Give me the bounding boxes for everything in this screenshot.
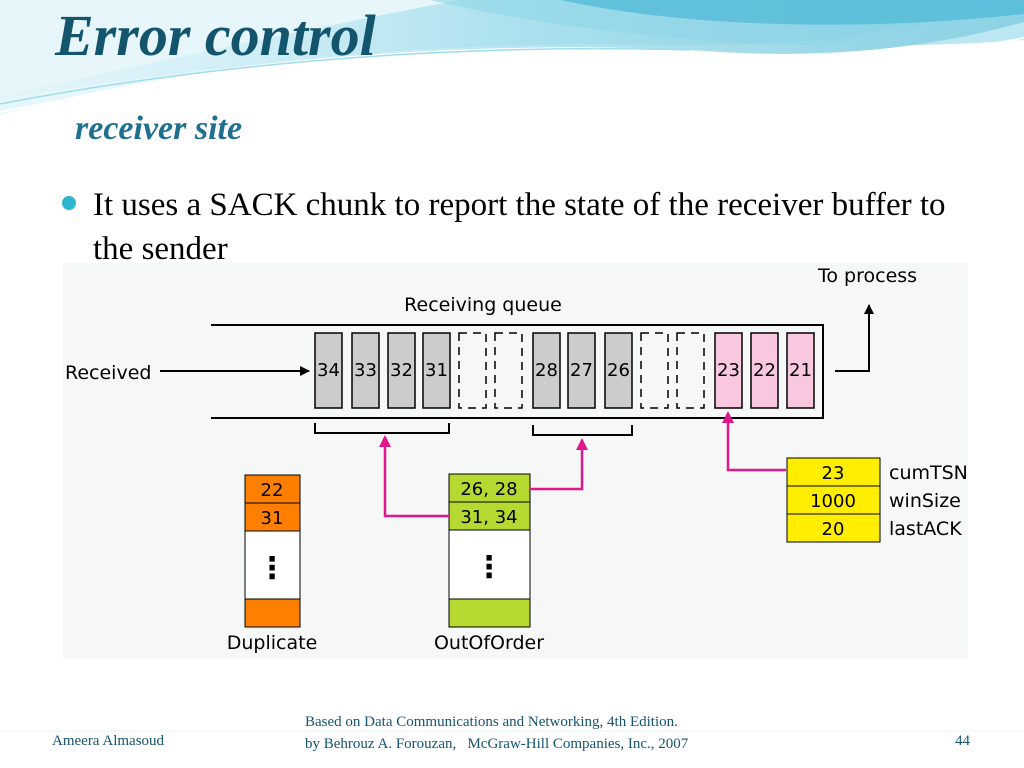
footer-source: Based on Data Communications and Network… bbox=[305, 711, 775, 755]
out-of-order-list-end bbox=[448, 598, 531, 628]
footer-source-line-1: Based on Data Communications and Network… bbox=[305, 714, 678, 730]
duplicate-entry-1: 22 bbox=[261, 480, 284, 501]
queue-slot-label-28: 28 bbox=[535, 360, 558, 381]
pointer-arrow-26-28 bbox=[530, 438, 588, 491]
footer-author: Ameera Almasoud bbox=[52, 733, 165, 749]
queue-slot-22 bbox=[750, 332, 779, 409]
queue-slot-empty bbox=[458, 332, 487, 409]
duplicate-list-end bbox=[244, 598, 301, 628]
queue-slot-label-23: 23 bbox=[717, 360, 740, 381]
queue-slot-27 bbox=[567, 332, 596, 409]
queue-slot-empty bbox=[676, 332, 705, 409]
slide-title: Error control bbox=[55, 3, 376, 68]
out-of-order-entry-2-box bbox=[448, 501, 531, 531]
queue-slot-label-31: 31 bbox=[425, 360, 448, 381]
cumtsn-label: cumTSN bbox=[889, 462, 968, 484]
footer-source-line-2: by Behrouz A. Forouzan, McGraw-Hill Comp… bbox=[305, 736, 689, 752]
cumtsn-value: 23 bbox=[822, 463, 845, 484]
out-of-order-label: OutOfOrder bbox=[434, 632, 544, 654]
duplicate-entry-2: 31 bbox=[261, 508, 284, 529]
sack-receiver-diagram: Receiving queue Received To process 34 33… bbox=[63, 263, 968, 658]
slide-subtitle: receiver site bbox=[75, 110, 243, 147]
receiving-queue-frame bbox=[211, 324, 824, 419]
bracket-31-34 bbox=[314, 423, 450, 434]
receiver-variables: 23 1000 20 cumTSN winSize lastACK bbox=[786, 457, 968, 543]
pointer-arrow-31-34 bbox=[379, 435, 449, 518]
queue-slot-empty bbox=[494, 332, 523, 409]
queue-slot-label-32: 32 bbox=[390, 360, 413, 381]
queue-slot-label-21: 21 bbox=[789, 360, 812, 381]
bullet-text: It uses a SACK chunk to report the state… bbox=[93, 187, 946, 267]
queue-slot-23 bbox=[714, 332, 743, 409]
receiving-queue-label: Receiving queue bbox=[404, 294, 562, 316]
out-of-order-ellipsis: ⋮ bbox=[474, 550, 504, 585]
queue-slot-32 bbox=[387, 332, 416, 409]
out-of-order-list: 26, 28 31, 34 ⋮ OutOfOrder bbox=[434, 473, 544, 654]
queue-slot-33 bbox=[351, 332, 380, 409]
lastack-label: lastACK bbox=[889, 518, 962, 540]
to-process-label: To process bbox=[817, 265, 917, 287]
winsize-box bbox=[786, 485, 881, 515]
queue-slots: 34 33 32 31 28 27 26 23 22 21 bbox=[314, 332, 815, 409]
queue-slot-26 bbox=[604, 332, 633, 409]
lastack-value: 20 bbox=[822, 519, 845, 540]
queue-slot-34 bbox=[314, 332, 343, 409]
duplicate-entry-2-box bbox=[244, 502, 301, 532]
queue-slot-label-27: 27 bbox=[570, 360, 593, 381]
out-of-order-entry-1: 26, 28 bbox=[460, 479, 517, 500]
queue-slot-31 bbox=[422, 332, 451, 409]
queue-slot-21 bbox=[786, 332, 815, 409]
queue-slot-empty bbox=[640, 332, 669, 409]
out-of-order-list-body bbox=[448, 529, 531, 600]
to-process-arrow bbox=[835, 304, 874, 372]
queue-slot-label-22: 22 bbox=[753, 360, 776, 381]
queue-slot-label-26: 26 bbox=[607, 360, 630, 381]
out-of-order-entry-1-box bbox=[448, 473, 531, 503]
queue-slot-label-33: 33 bbox=[354, 360, 377, 381]
duplicate-label: Duplicate bbox=[227, 632, 318, 654]
out-of-order-entry-2: 31, 34 bbox=[460, 507, 517, 528]
duplicate-list: 22 31 ⋮ Duplicate bbox=[227, 474, 318, 654]
winsize-value: 1000 bbox=[810, 491, 856, 512]
bullet-dot-icon bbox=[62, 196, 76, 210]
winsize-label: winSize bbox=[889, 490, 961, 512]
queue-slot-28 bbox=[532, 332, 561, 409]
duplicate-entry-1-box bbox=[244, 474, 301, 504]
duplicate-list-body bbox=[244, 530, 301, 600]
pointer-arrow-cumtsn bbox=[722, 411, 786, 472]
page-number: 44 bbox=[955, 733, 970, 749]
queue-slot-label-34: 34 bbox=[317, 360, 340, 381]
lastack-box bbox=[786, 513, 881, 543]
duplicate-ellipsis: ⋮ bbox=[257, 551, 287, 586]
received-label: Received bbox=[65, 362, 151, 384]
bracket-26-28 bbox=[532, 425, 633, 436]
cumtsn-box bbox=[786, 457, 881, 487]
